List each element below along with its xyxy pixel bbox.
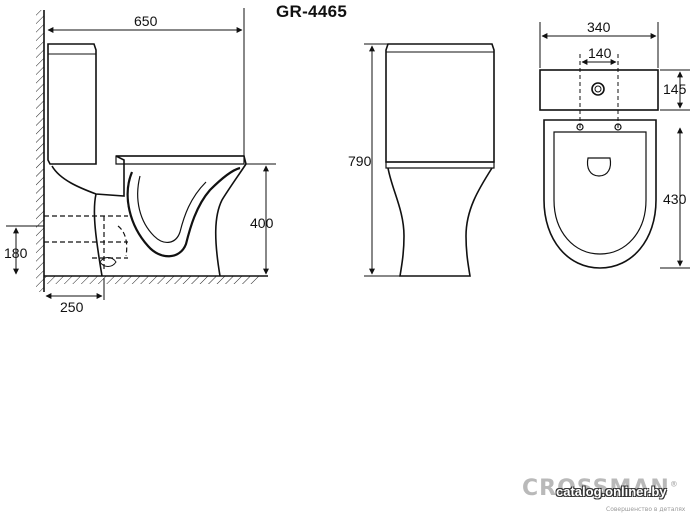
- flush-button: [591, 82, 605, 96]
- floor-hatch: [44, 276, 259, 284]
- label-total-height: 790: [348, 153, 372, 169]
- top-tank: [539, 69, 659, 111]
- front-view-dimensions: [364, 43, 400, 277]
- top-view-dimensions: [539, 22, 690, 269]
- front-pedestal: [387, 167, 493, 277]
- label-width: 340: [587, 19, 611, 35]
- label-hole-spacing: 140: [588, 45, 612, 61]
- label-bowl-length: 430: [663, 191, 687, 207]
- front-seat: [385, 161, 495, 169]
- top-bowl-outline: [543, 119, 657, 269]
- side-view: [36, 10, 268, 292]
- label-outlet-offset: 250: [60, 299, 84, 315]
- label-outlet-height: 180: [4, 245, 28, 261]
- trapway: [126, 166, 241, 258]
- label-seat-height: 400: [250, 215, 274, 231]
- bowl-outline: [51, 155, 247, 277]
- brand-registered-mark: ®: [669, 479, 679, 489]
- seat-outline: [115, 155, 245, 165]
- brand-name: CROSSMAN: [522, 476, 670, 501]
- front-view: [385, 43, 495, 277]
- front-tank: [385, 43, 495, 163]
- top-bowl-inner: [553, 131, 647, 255]
- brand-tagline: Совершенство в деталях: [606, 506, 686, 513]
- outlet-dashed: [44, 215, 128, 272]
- seat-bolt-holes: [576, 123, 622, 131]
- brand-logo: CROSSMAN®: [522, 476, 679, 501]
- drain-opening: [586, 157, 612, 177]
- tank-outline: [47, 43, 97, 165]
- top-view: [539, 69, 659, 269]
- watermark: catalog.onliner.by: [556, 484, 667, 499]
- model-title: GR-4465: [276, 2, 348, 21]
- label-depth: 650: [134, 13, 158, 29]
- side-view-dimensions: [6, 8, 276, 300]
- wall-hatch: [36, 10, 44, 292]
- label-tank-depth: 145: [663, 81, 687, 97]
